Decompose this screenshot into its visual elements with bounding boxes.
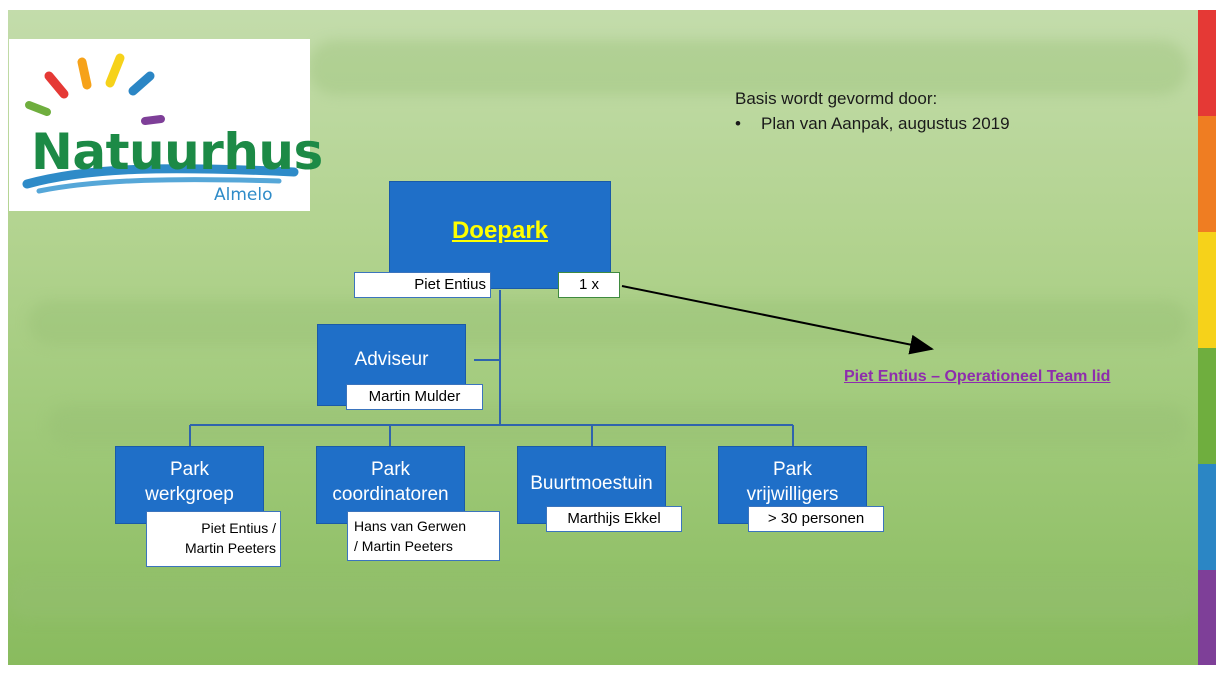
unit-title-line1: Park — [169, 459, 210, 480]
operational-team-link[interactable]: Piet Entius – Operationeel Team lid — [844, 368, 1111, 385]
person-line: Piet Entius / — [201, 520, 276, 536]
logo-subtitle: Almelo — [214, 185, 273, 205]
rainbow-purple — [1198, 570, 1216, 665]
unit-werkgroep-people: Piet Entius / Martin Peeters — [146, 511, 281, 567]
rainbow-red — [1198, 10, 1216, 116]
advisor-person: Martin Mulder — [346, 384, 483, 410]
person-line: Hans van Gerwen — [354, 518, 467, 534]
unit-title-line1: Park — [772, 459, 813, 480]
logo-wordmark: Natuurhus — [31, 123, 323, 181]
sun-rays-icon — [22, 53, 299, 194]
unit-title-line2: coordinatoren — [332, 484, 449, 505]
arrow-line — [621, 285, 934, 355]
bg-stroke — [28, 300, 1188, 345]
doepark-title: Doepark — [451, 217, 549, 244]
unit-vrijwilligers-count: > 30 personen — [748, 506, 884, 532]
doepark-person: Piet Entius — [354, 272, 491, 298]
basis-item-text: Plan van Aanpak, augustus 2019 — [761, 114, 1010, 133]
unit-title-line1: Park — [370, 459, 411, 480]
person-line: Martin Peeters — [184, 540, 276, 556]
rainbow-yellow — [1198, 232, 1216, 348]
unit-buurtmoestuin-person: Marthijs Ekkel — [546, 506, 682, 532]
advisor-title: Adviseur — [354, 349, 429, 370]
org-connectors — [189, 285, 934, 446]
person-line: / Martin Peeters — [354, 538, 453, 554]
unit-title-line2: werkgroep — [145, 484, 234, 505]
rainbow-orange — [1198, 116, 1216, 232]
doepark-box: Doepark — [389, 181, 611, 289]
bg-stroke — [308, 40, 1188, 95]
unit-title-line2: vrijwilligers — [746, 484, 839, 505]
basis-text: Basis wordt gevormd door: • Plan van Aanp… — [735, 86, 1010, 136]
unit-title-line1: Buurtmoestuin — [530, 473, 653, 494]
doepark-frequency: 1 x — [558, 272, 620, 298]
basis-item: • Plan van Aanpak, augustus 2019 — [735, 111, 1010, 136]
slide: Natuurhus Almelo Basis wordt gevormd doo… — [8, 10, 1198, 665]
bullet-icon: • — [735, 114, 741, 133]
rainbow-blue — [1198, 464, 1216, 570]
natuurhus-logo: Natuurhus Almelo — [9, 39, 323, 211]
rainbow-edge — [1198, 10, 1216, 665]
rainbow-green — [1198, 348, 1216, 464]
bg-stroke — [8, 575, 1198, 620]
basis-heading: Basis wordt gevormd door: — [735, 89, 938, 108]
unit-coordinatoren-people: Hans van Gerwen / Martin Peeters — [347, 511, 500, 561]
